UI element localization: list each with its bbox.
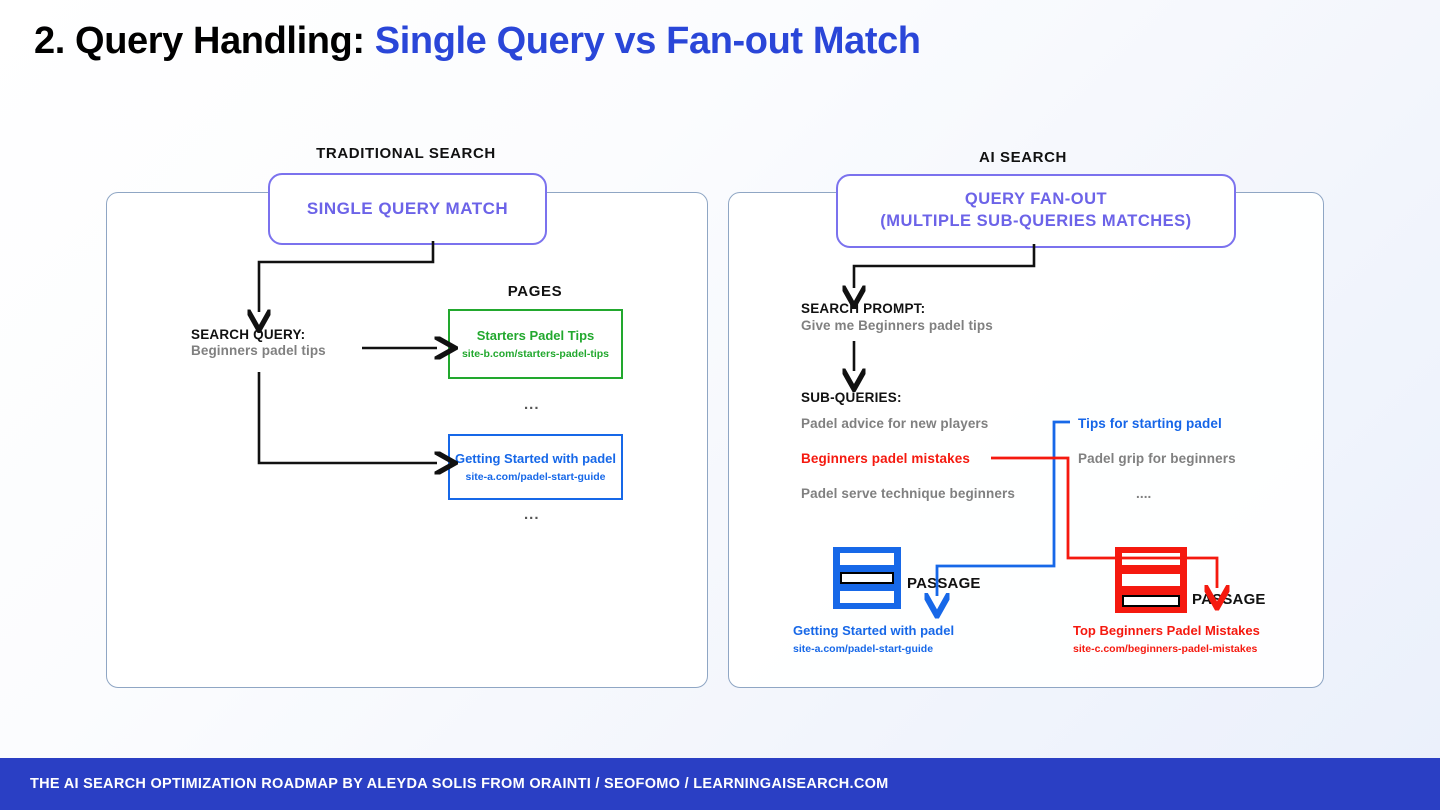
search-query-value: Beginners padel tips — [191, 343, 326, 358]
sub-query-padel-serve-technique: Padel serve technique beginners — [801, 486, 1015, 501]
passage-document-icon-red — [1115, 547, 1187, 613]
passage-document-icon-blue — [833, 547, 901, 609]
page-title-accent: Single Query vs Fan-out Match — [374, 20, 921, 62]
page-title-black: 2. Query Handling: — [34, 20, 375, 62]
result-title: Top Beginners Padel Mistakes — [1073, 623, 1260, 638]
page-title: 2. Query Handling: Single Query vs Fan-o… — [34, 20, 921, 63]
footer-text: THE AI SEARCH OPTIMIZATION ROADMAP BY AL… — [30, 776, 889, 792]
result-url: site-a.com/padel-start-guide — [793, 642, 934, 655]
sub-query-tips-for-starting-padel: Tips for starting padel — [1078, 416, 1222, 431]
ai-search-heading: AI SEARCH — [979, 149, 1067, 166]
search-prompt-label: SEARCH PROMPT: — [801, 301, 926, 316]
search-prompt-value: Give me Beginners padel tips — [801, 318, 993, 333]
page-card-getting-started-with-padel[interactable]: Getting Started with padel site-a.com/pa… — [448, 434, 623, 500]
sub-query-padel-grip: Padel grip for beginners — [1078, 451, 1236, 466]
passage-label-blue: PASSAGE — [907, 575, 981, 592]
doc-row — [840, 591, 894, 603]
sub-query-beginners-padel-mistakes: Beginners padel mistakes — [801, 451, 970, 466]
doc-row — [1122, 574, 1180, 586]
doc-row — [1122, 553, 1180, 565]
query-fan-out-line2: (MULTIPLE SUB-QUERIES MATCHES) — [880, 212, 1192, 230]
sub-query-ellipsis: .... — [1136, 486, 1152, 501]
footer-bar: THE AI SEARCH OPTIMIZATION ROADMAP BY AL… — [0, 758, 1440, 810]
page-card-url: site-a.com/padel-start-guide — [465, 470, 606, 483]
sub-queries-label: SUB-QUERIES: — [801, 390, 902, 405]
page-card-title: Getting Started with padel — [454, 450, 617, 466]
single-query-match-badge[interactable]: SINGLE QUERY MATCH — [268, 173, 547, 245]
doc-row-highlighted — [1122, 595, 1180, 607]
result-caption-top-beginners-mistakes[interactable]: Top Beginners Padel Mistakes site-c.com/… — [1073, 623, 1260, 657]
sub-query-padel-advice: Padel advice for new players — [801, 416, 989, 431]
page-card-url: site-b.com/starters-padel-tips — [461, 347, 610, 360]
passage-label-red: PASSAGE — [1192, 591, 1266, 608]
pages-ellipsis-1: ... — [524, 396, 540, 413]
query-fan-out-badge[interactable]: QUERY FAN-OUT (MULTIPLE SUB-QUERIES MATC… — [836, 174, 1236, 248]
doc-row-highlighted — [840, 572, 894, 584]
pages-label: PAGES — [507, 283, 563, 300]
query-fan-out-line1: QUERY FAN-OUT — [964, 190, 1108, 209]
result-url: site-c.com/beginners-padel-mistakes — [1073, 642, 1258, 655]
ai-search-panel — [728, 192, 1324, 688]
result-caption-getting-started[interactable]: Getting Started with padel site-a.com/pa… — [793, 623, 954, 657]
page-card-title: Starters Padel Tips — [476, 327, 595, 343]
doc-row — [840, 553, 894, 565]
pages-ellipsis-2: ... — [524, 506, 540, 523]
traditional-search-heading: TRADITIONAL SEARCH — [316, 145, 496, 162]
result-title: Getting Started with padel — [793, 623, 955, 638]
page-card-starters-padel-tips[interactable]: Starters Padel Tips site-b.com/starters-… — [448, 309, 623, 379]
search-query-label: SEARCH QUERY: — [191, 327, 306, 342]
